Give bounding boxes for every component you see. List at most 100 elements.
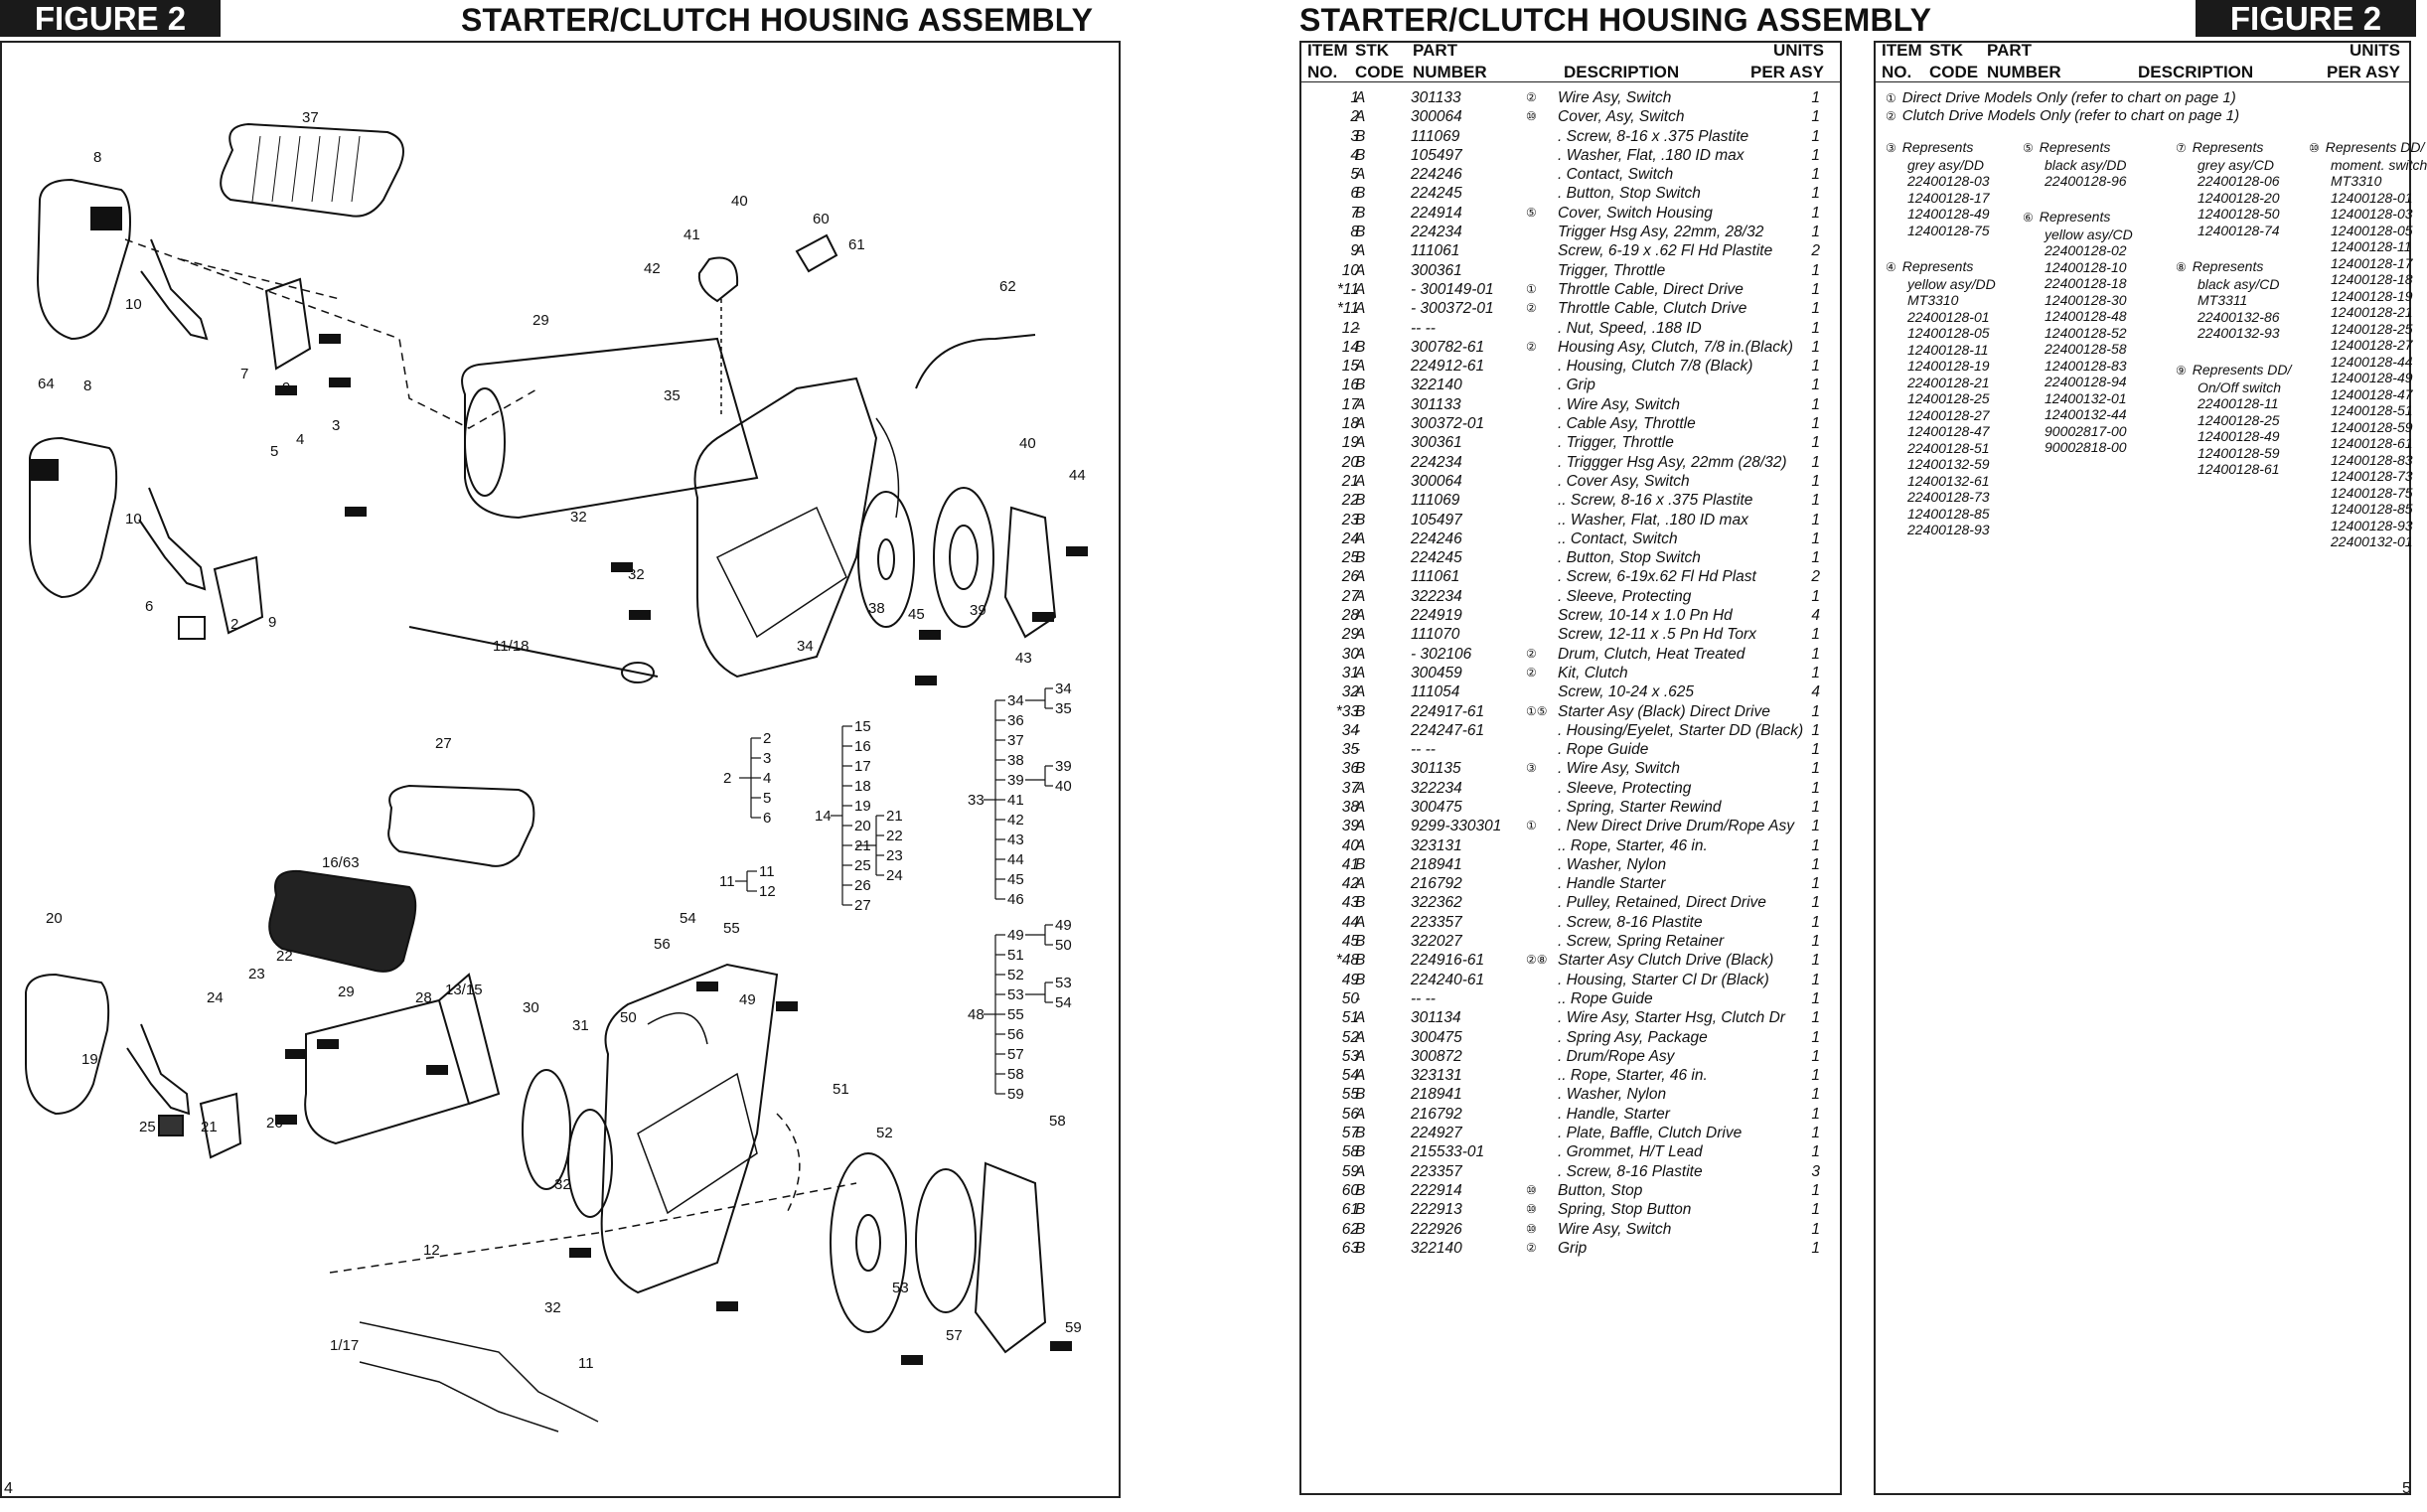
description: . Wire Asy, Switch	[1558, 760, 1681, 778]
group-label: 15	[854, 718, 871, 735]
item-no: 10	[1341, 261, 1359, 279]
item-no: *11	[1336, 300, 1359, 318]
group-label: 26	[854, 877, 871, 894]
throttle-cable-upper	[408, 626, 659, 678]
description: Wire Asy, Switch	[1558, 89, 1672, 106]
units-per-asy: 1	[1811, 875, 1820, 893]
description: . Cable Asy, Throttle	[1558, 415, 1696, 433]
group-label: 56	[1007, 1026, 1024, 1043]
callout-label: 29	[338, 983, 355, 1000]
ref-line: 12400128-05	[2331, 222, 2413, 238]
stk-code: B	[1355, 338, 1366, 356]
group-label: 12	[759, 883, 776, 900]
ref-line: 12400128-05	[1907, 325, 1990, 341]
item-no: 12	[1341, 319, 1359, 337]
group-label: 44	[1007, 851, 1024, 868]
ref-line: 22400128-93	[1907, 522, 1990, 537]
button	[178, 616, 206, 640]
item-no: 54	[1341, 1067, 1359, 1085]
units-per-asy: 1	[1811, 971, 1820, 988]
units-per-asy: 4	[1811, 607, 1820, 625]
starter-handle	[697, 256, 739, 303]
group-label: 22	[886, 828, 903, 844]
callout-label: 35	[664, 387, 681, 404]
handle-grip-upper	[220, 122, 404, 218]
ref-line: 22400128-21	[1907, 374, 1990, 390]
stk-code: A	[1355, 1047, 1366, 1065]
ref-line: 22400128-18	[2045, 275, 2127, 291]
diagram-line	[875, 417, 900, 519]
part-number: 216792	[1411, 875, 1462, 893]
group-label: 27	[854, 897, 871, 914]
group-label: 19	[854, 798, 871, 815]
stk-code: A	[1355, 683, 1366, 701]
item-no: 53	[1341, 1047, 1359, 1065]
item-no: *48	[1335, 952, 1359, 970]
callout-label: 23	[248, 966, 265, 983]
ref-line: 12400128-25	[2331, 320, 2413, 337]
model-ref: ②	[1526, 90, 1537, 104]
description: . Button, Stop Switch	[1558, 549, 1701, 567]
stk-code: B	[1355, 511, 1366, 529]
callout-label: 9	[282, 379, 290, 396]
description: Spring, Stop Button	[1558, 1201, 1692, 1219]
switch-housing-lower	[29, 436, 118, 599]
trigger-lower	[138, 487, 207, 591]
callout-label: 13/15	[445, 982, 483, 998]
item-no: 60	[1341, 1181, 1359, 1199]
description: . Cover Asy, Switch	[1558, 472, 1690, 490]
description: . Screw, Spring Retainer	[1558, 933, 1725, 951]
part-number: 218941	[1411, 855, 1462, 873]
callout-label: 32	[544, 1299, 561, 1316]
screw	[1050, 1341, 1072, 1351]
screw	[329, 378, 351, 387]
clutch-kit	[567, 1109, 613, 1218]
item-no: 43	[1341, 894, 1359, 912]
units-per-asy: 1	[1811, 626, 1820, 644]
stk-code: A	[1355, 1162, 1366, 1180]
description: . Wire Asy, Starter Hsg, Clutch Dr	[1558, 1009, 1785, 1027]
ref-line: 12400128-47	[1907, 423, 1990, 439]
stk-code: B	[1355, 1125, 1366, 1142]
callout-label: 38	[868, 600, 885, 617]
units-per-asy: 1	[1811, 855, 1820, 873]
part-number: 224246	[1411, 166, 1462, 184]
item-no: 5	[1350, 166, 1359, 184]
callout-label: 10	[125, 511, 142, 528]
screw	[611, 562, 633, 572]
description: .. Rope Guide	[1558, 989, 1653, 1007]
part-number: 111070	[1411, 626, 1460, 644]
part-number: 9299-330301	[1411, 818, 1502, 835]
model-ref: ②	[1526, 339, 1537, 354]
callout-label: 9	[268, 614, 276, 631]
baffle-plate-upper	[1003, 506, 1057, 639]
part-number: 322234	[1411, 587, 1462, 605]
item-no: 63	[1341, 1239, 1359, 1257]
description: . Wire Asy, Switch	[1558, 395, 1681, 413]
units-per-asy: 1	[1811, 702, 1820, 720]
ref-line: 12400132-01	[2045, 389, 2127, 406]
description: Button, Stop	[1558, 1181, 1643, 1199]
ref-line: 12400128-59	[2198, 444, 2280, 461]
part-number: 301135	[1411, 760, 1461, 778]
item-no: 58	[1341, 1143, 1359, 1161]
part-number: 300064	[1411, 472, 1462, 490]
boot	[795, 233, 838, 273]
description: . Nut, Speed, .188 ID	[1558, 319, 1702, 337]
part-number: 111061	[1411, 568, 1460, 586]
